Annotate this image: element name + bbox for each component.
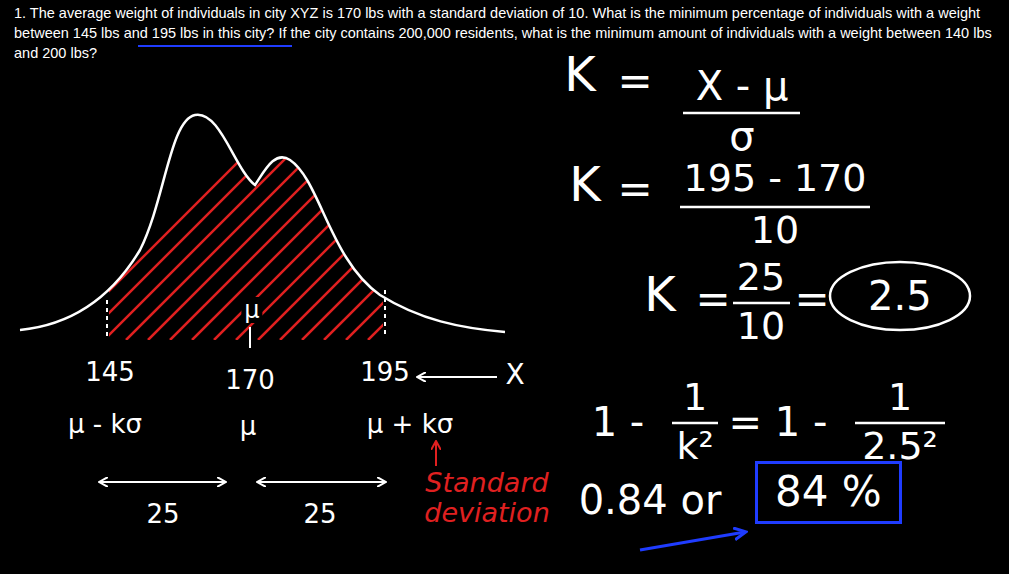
- axis-value: 170: [225, 366, 275, 395]
- equals: =: [617, 166, 652, 212]
- hatch-line: [192, 100, 383, 340]
- note-text: Standard deviation: [412, 468, 562, 527]
- circled-value: 2.5: [828, 260, 972, 332]
- equals: =: [617, 58, 652, 104]
- problem-text: 1. The average weight of individuals in …: [14, 3, 999, 63]
- mean-symbol: μ: [241, 297, 262, 323]
- distribution-curve: [20, 115, 505, 332]
- axis-value: 145: [85, 358, 135, 387]
- distance-value: 25: [146, 500, 179, 529]
- numerator: 1: [888, 377, 912, 419]
- variable: K: [569, 158, 600, 211]
- hatch-line: [324, 100, 383, 340]
- fraction-bar: [733, 302, 790, 305]
- hatch-area: [109, 100, 383, 340]
- axis-expression: μ + kσ: [367, 410, 453, 439]
- numerator: 195 - 170: [684, 158, 867, 200]
- circle-outline: [830, 262, 970, 330]
- hatch-line: [280, 100, 383, 340]
- hatch-line: [368, 100, 383, 340]
- fraction-bar: [672, 422, 718, 425]
- hatch-line: [258, 100, 383, 340]
- variable: K: [564, 48, 595, 101]
- denominator: k²: [676, 426, 713, 468]
- pointer-arrow: [418, 376, 497, 378]
- numerator: 1: [683, 377, 707, 419]
- node-text: 84 %: [775, 469, 882, 515]
- equals: =: [794, 276, 829, 322]
- hatch-line: [214, 100, 383, 340]
- hatch-line: [302, 100, 383, 340]
- numerator: X - μ: [696, 64, 789, 108]
- fraction-bar: [855, 422, 945, 425]
- numerator: 25: [737, 257, 785, 299]
- denominator: 10: [737, 306, 785, 348]
- underline: [138, 45, 292, 47]
- result-text: 0.84 or: [579, 478, 722, 522]
- fraction-bar: [680, 206, 870, 209]
- variable: K: [644, 268, 675, 321]
- hatch-line: [126, 100, 366, 340]
- axis-expression: μ - kσ: [68, 410, 142, 439]
- answer-arrow: [640, 532, 745, 550]
- equals: =: [695, 276, 730, 322]
- denominator: σ: [729, 114, 754, 158]
- distance-value: 25: [303, 500, 336, 529]
- distance-arrow: [100, 481, 225, 483]
- note-arrow: [435, 442, 437, 466]
- denominator: 10: [751, 210, 799, 252]
- tick-mean: [249, 327, 251, 348]
- distance-arrow: [258, 481, 385, 483]
- hatch-line: [148, 100, 383, 340]
- answer-box: 84 %: [755, 461, 902, 524]
- expression: 1 -: [592, 400, 645, 444]
- axis-value: 195: [360, 358, 410, 387]
- axis-variable: X: [505, 360, 524, 391]
- tick-dashed: [384, 290, 386, 336]
- node-text: 2.5: [868, 274, 932, 318]
- expression: = 1 -: [729, 400, 828, 444]
- hatch-line: [170, 100, 383, 340]
- axis-expression: μ: [240, 412, 257, 441]
- hatch-line: [346, 100, 383, 340]
- tick-dashed: [106, 300, 108, 336]
